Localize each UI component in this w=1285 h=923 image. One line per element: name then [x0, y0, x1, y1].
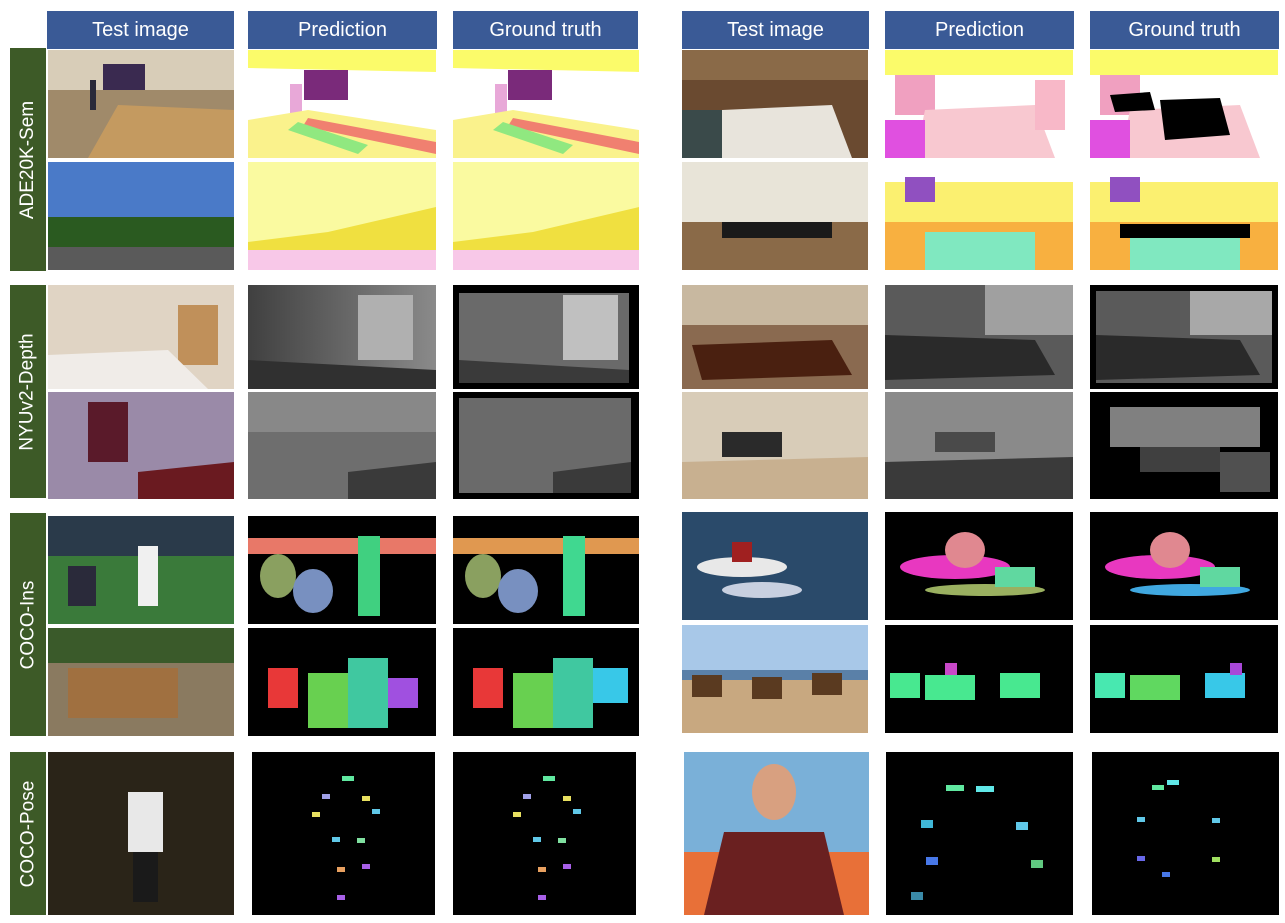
nyu-ground-truth-bedroom — [453, 285, 639, 389]
coco-ins-test-image-giraffes — [48, 628, 234, 736]
nyu-prediction-lounge — [885, 392, 1073, 499]
coco-pose-test-image-man-suit — [684, 752, 869, 915]
row-label-text: COCO-Pose — [17, 780, 39, 887]
coco-ins-ground-truth-horses — [1090, 625, 1278, 733]
nyu-test-image-dining — [682, 285, 868, 389]
ade-prediction-kitchen — [885, 162, 1073, 270]
coco-ins-ground-truth-baseball — [453, 516, 639, 624]
coco-ins-test-image-boats — [682, 512, 868, 620]
row-label-text: COCO-Ins — [17, 580, 38, 669]
coco-ins-prediction-horses — [885, 625, 1073, 733]
nyu-ground-truth-dining — [1090, 285, 1278, 389]
ade-test-image-road — [48, 162, 234, 270]
coco-ins-prediction-boats — [885, 512, 1073, 620]
row-label-coco-ins: COCO-Ins — [10, 513, 46, 736]
row-label-nyuv2-depth: NYUv2-Depth — [10, 285, 46, 498]
nyu-prediction-bedroom — [248, 285, 436, 389]
nyu-prediction-living-room — [248, 392, 436, 499]
coco-pose-prediction-man-suit — [886, 752, 1073, 915]
coco-pose-ground-truth-man-suit — [1092, 752, 1279, 915]
coco-ins-prediction-baseball — [248, 516, 436, 624]
coco-ins-test-image-baseball — [48, 516, 234, 624]
coco-pose-ground-truth-man-night — [453, 752, 636, 915]
nyu-test-image-living-room — [48, 392, 234, 499]
ade-test-image-conference-room — [48, 50, 234, 158]
header-left-test-image: Test image — [47, 11, 234, 49]
nyu-ground-truth-living-room — [453, 392, 639, 499]
coco-ins-prediction-giraffes — [248, 628, 436, 736]
ade-prediction-conference-room — [248, 50, 436, 158]
nyu-prediction-dining — [885, 285, 1073, 389]
header-right-ground-truth: Ground truth — [1090, 11, 1279, 49]
ade-ground-truth-conference-room — [453, 50, 639, 158]
ade-test-image-bedroom — [682, 50, 868, 158]
row-label-ade20k-sem: ADE20K-Sem — [10, 48, 46, 271]
header-right-prediction: Prediction — [885, 11, 1074, 49]
ade-prediction-road — [248, 162, 436, 270]
coco-ins-ground-truth-boats — [1090, 512, 1278, 620]
nyu-test-image-bedroom — [48, 285, 234, 389]
nyu-ground-truth-lounge — [1090, 392, 1278, 499]
row-label-coco-pose: COCO-Pose — [10, 752, 46, 915]
ade-prediction-bedroom — [885, 50, 1073, 158]
header-left-ground-truth: Ground truth — [453, 11, 638, 49]
ade-ground-truth-road — [453, 162, 639, 270]
header-left-prediction: Prediction — [248, 11, 437, 49]
coco-ins-test-image-horses — [682, 625, 868, 733]
nyu-test-image-lounge — [682, 392, 868, 499]
ade-test-image-kitchen — [682, 162, 868, 270]
coco-ins-ground-truth-giraffes — [453, 628, 639, 736]
row-label-text: ADE20K-Sem — [17, 100, 38, 219]
coco-pose-prediction-man-night — [252, 752, 435, 915]
row-label-text: NYUv2-Depth — [17, 332, 38, 451]
header-right-test-image: Test image — [682, 11, 869, 49]
coco-pose-test-image-man-night — [48, 752, 234, 915]
ade-ground-truth-bedroom — [1090, 50, 1278, 158]
ade-ground-truth-kitchen — [1090, 162, 1278, 270]
